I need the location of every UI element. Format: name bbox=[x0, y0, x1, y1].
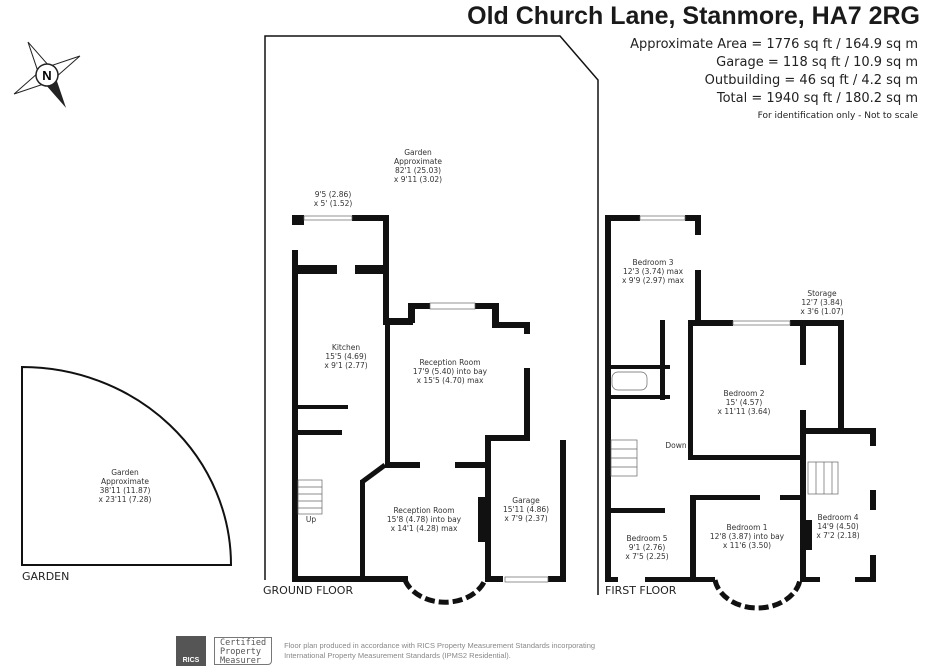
room-dims: 38'11 (11.87) bbox=[100, 486, 151, 495]
area-line: Outbuilding = 46 sq ft / 4.2 sq m bbox=[704, 73, 918, 88]
floor-label: FIRST FLOOR bbox=[605, 584, 677, 597]
footer-line: International Property Measurement Stand… bbox=[284, 651, 511, 660]
room-dims: Approximate bbox=[101, 477, 149, 486]
room-name: Storage bbox=[807, 289, 837, 298]
area-line: Garage = 118 sq ft / 10.9 sq m bbox=[716, 55, 918, 70]
room-dims: 15'8 (4.78) into bay bbox=[387, 515, 462, 524]
area-summary: Approximate Area = 1776 sq ft / 164.9 sq… bbox=[630, 36, 918, 124]
stairs-label: Up bbox=[306, 515, 316, 524]
ground-floor-plan: Garden Approximate 82'1 (25.03) x 9'11 (… bbox=[263, 35, 599, 605]
certified-badge: Certified Property Measurer bbox=[214, 637, 273, 666]
room-name: Bedroom 5 bbox=[626, 534, 667, 543]
floor-label: GARDEN bbox=[22, 570, 69, 583]
floor-label: GROUND FLOOR bbox=[263, 584, 353, 597]
room-dims: 15' (4.57) bbox=[726, 398, 763, 407]
bathtub-icon bbox=[611, 371, 648, 391]
room-dims: Approximate bbox=[394, 157, 442, 166]
room-dims: 12'7 (3.84) bbox=[801, 298, 842, 307]
room-name: Garden bbox=[111, 468, 139, 477]
room-dims: x 9'9 (2.97) max bbox=[622, 276, 685, 285]
stairs-icon bbox=[610, 439, 839, 495]
stairs-label: Down bbox=[665, 441, 686, 450]
scale-note: For identification only - Not to scale bbox=[757, 111, 918, 121]
room-dims: 12'3 (3.74) max bbox=[623, 267, 684, 276]
room-name: Bedroom 3 bbox=[632, 258, 673, 267]
room-name: Reception Room bbox=[393, 506, 454, 515]
badge-line: Certified bbox=[220, 638, 267, 648]
footer-line: Floor plan produced in accordance with R… bbox=[284, 641, 596, 650]
room-dims: x 3'6 (1.07) bbox=[800, 307, 843, 316]
first-floor-plan: Bedroom 3 12'3 (3.74) max x 9'9 (2.97) m… bbox=[605, 215, 876, 611]
room-name: 9'5 (2.86) bbox=[315, 190, 352, 199]
room-name: Bedroom 1 bbox=[726, 523, 767, 532]
footer-text: Floor plan produced in accordance with R… bbox=[284, 641, 595, 661]
room-dims: 15'5 (4.69) bbox=[325, 352, 366, 361]
room-dims: 82'1 (25.03) bbox=[395, 166, 441, 175]
room-dims: x 7'5 (2.25) bbox=[625, 552, 668, 561]
room-dims: x 9'11 (3.02) bbox=[394, 175, 442, 184]
compass-icon bbox=[13, 41, 81, 108]
room-name: Bedroom 2 bbox=[723, 389, 764, 398]
room-dims: 15'11 (4.86) bbox=[503, 505, 549, 514]
garden-outbuilding-plan: Garden Approximate 38'11 (11.87) x 23'11… bbox=[21, 365, 233, 583]
room-dims: x 11'11 (3.64) bbox=[718, 407, 771, 416]
stairs-icon bbox=[297, 479, 323, 515]
room-dims: x 7'9 (2.37) bbox=[504, 514, 547, 523]
room-dims: 17'9 (5.40) into bay bbox=[413, 367, 488, 376]
room-dims: x 11'6 (3.50) bbox=[723, 541, 771, 550]
compass-north-label: N bbox=[42, 68, 51, 83]
room-dims: 12'8 (3.87) into bay bbox=[710, 532, 785, 541]
room-dims: 14'9 (4.50) bbox=[817, 522, 858, 531]
area-line: Approximate Area = 1776 sq ft / 164.9 sq… bbox=[630, 37, 918, 52]
room-dims: x 23'11 (7.28) bbox=[99, 495, 152, 504]
badge-line: Measurer bbox=[220, 656, 261, 666]
room-dims: x 5' (1.52) bbox=[314, 199, 353, 208]
rics-logo: RICS bbox=[176, 636, 206, 666]
room-name: Bedroom 4 bbox=[817, 513, 858, 522]
room-name: Reception Room bbox=[419, 358, 480, 367]
room-dims: 9'1 (2.76) bbox=[629, 543, 666, 552]
room-dims: x 14'1 (4.28) max bbox=[391, 524, 458, 533]
area-line: Total = 1940 sq ft / 180.2 sq m bbox=[716, 91, 918, 106]
footer: RICS Certified Property Measurer Floor p… bbox=[176, 636, 595, 666]
room-name: Kitchen bbox=[332, 343, 360, 352]
room-dims: x 9'1 (2.77) bbox=[324, 361, 367, 370]
room-name: Garage bbox=[512, 496, 540, 505]
room-dims: x 15'5 (4.70) max bbox=[417, 376, 484, 385]
badge-line: Property bbox=[220, 647, 261, 657]
property-address-title: Old Church Lane, Stanmore, HA7 2RG bbox=[467, 2, 920, 30]
room-dims: x 7'2 (2.18) bbox=[816, 531, 859, 540]
room-name: Garden bbox=[404, 148, 432, 157]
